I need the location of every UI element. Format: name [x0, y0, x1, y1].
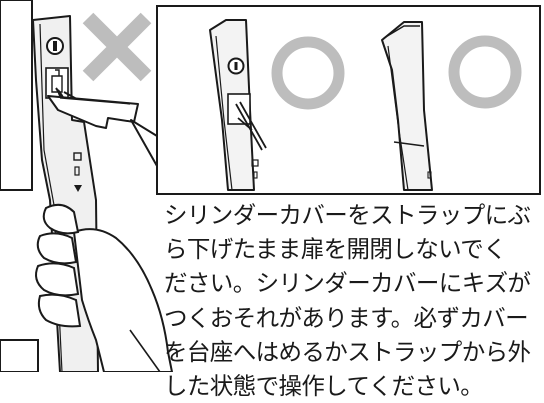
hand-illustration — [35, 203, 173, 372]
door-frame-bottom — [0, 339, 39, 372]
hand-wrist — [129, 329, 161, 372]
hand-palm — [73, 228, 173, 372]
hanging-cylinder-cover — [47, 95, 139, 129]
caption-line-2: ら下げたまま扉を開閉しないでく — [164, 235, 507, 264]
caption-line-6: した状態で操作してください。 — [164, 371, 484, 400]
callout-connector — [130, 119, 158, 167]
caution-caption: シリンダーカバーをストラップにぶ ら下げたまま扉を開閉しないでく ださい。シリン… — [164, 198, 542, 403]
strap-handle-button-icon — [251, 159, 259, 167]
handle-button-icon — [73, 152, 82, 161]
strap-keyhole-icon — [234, 62, 238, 70]
handle-strap-edge — [215, 35, 233, 191]
cross-mark-icon — [82, 12, 152, 82]
cover-handle-indicator-icon — [427, 171, 432, 179]
caption-line-1: シリンダーカバーをストラップにぶ — [164, 201, 531, 229]
hand-finger-1 — [42, 203, 80, 235]
strap-cord — [235, 101, 267, 151]
door-frame-top — [0, 0, 33, 191]
hand-finger-3 — [35, 262, 80, 297]
caption-line-3: ださい。シリンダーカバーにキズが — [164, 269, 531, 298]
cylinder-mount-shape — [51, 69, 63, 93]
handle-with-strap — [209, 19, 267, 191]
circle-mark-icon — [271, 36, 345, 110]
circle-mark-icon — [448, 35, 522, 109]
hanging-cylinder-cover-top — [59, 97, 131, 105]
handle-with-cover — [381, 21, 433, 191]
handle-cover-body — [381, 21, 433, 191]
handle-indicator-icon — [74, 166, 80, 176]
handle-cover-edge — [387, 45, 409, 191]
door-handle-left — [0, 0, 139, 372]
hand-finger-2 — [36, 232, 78, 265]
caption-line-5: を台座へはめるかストラップから外 — [164, 337, 531, 366]
handle-cover-top — [383, 25, 420, 39]
hand-finger-4 — [37, 293, 82, 328]
caption-line-4: つくおそれがあります。必ずカバー — [164, 303, 529, 332]
handle-cover-seam — [393, 141, 425, 147]
strap-handle-indicator-icon — [253, 171, 258, 179]
handle-logo-icon — [74, 185, 82, 192]
caution-illustration — [0, 0, 541, 372]
keyhole-icon — [53, 41, 57, 51]
